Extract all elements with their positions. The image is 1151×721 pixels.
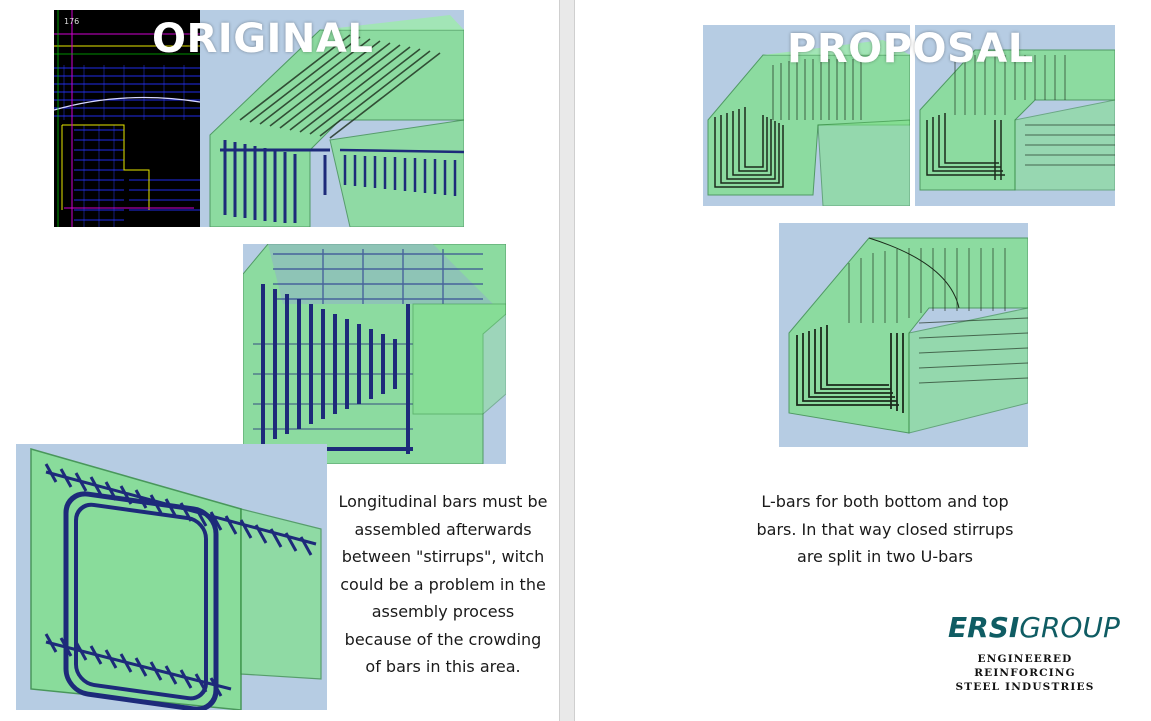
logo-brand-light: GROUP	[1019, 611, 1120, 644]
caption-line: bars. In that way closed stirrups	[756, 519, 1014, 539]
caption-line: could be a problem in the	[340, 574, 546, 594]
proposal-3d-left-image	[703, 25, 910, 206]
cad-drawing-image: 176	[54, 10, 200, 227]
original-stirrups-panel-image	[16, 444, 327, 710]
caption-line: of bars in this area.	[365, 657, 521, 676]
logo-tagline-line: STEEL INDUSTRIES	[955, 681, 1095, 693]
proposal-title: PROPOSAL	[787, 26, 1034, 72]
proposal-3d-center-image	[779, 223, 1028, 447]
caption-line: are split in two U-bars	[797, 547, 973, 566]
cad-mark: 176	[64, 17, 79, 26]
proposal-caption: L-bars for both bottom and top bars. In …	[735, 488, 1035, 571]
caption-line: L-bars for both bottom and top	[761, 492, 1009, 511]
caption-line: assembled afterwards	[354, 519, 532, 539]
page-gutter	[559, 0, 575, 721]
left-page: 176	[0, 0, 559, 721]
caption-line: Longitudinal bars must be	[338, 492, 548, 511]
original-3d-top-image	[200, 10, 464, 227]
logo-tagline-line: ENGINEERED REINFORCING	[974, 653, 1076, 679]
original-3d-middle-image	[243, 244, 506, 464]
original-title: ORIGINAL	[152, 16, 374, 62]
ersigroup-logo: ERSIGROUP	[948, 611, 1120, 644]
logo-tagline: ENGINEERED REINFORCING STEEL INDUSTRIES	[935, 652, 1115, 694]
proposal-3d-right-image	[915, 25, 1115, 206]
caption-line: assembly process	[371, 602, 515, 621]
caption-line: between "stirrups", witch	[341, 547, 545, 566]
caption-line: because of the crowding	[344, 629, 542, 649]
original-caption: Longitudinal bars must be assembled afte…	[330, 488, 556, 681]
right-page: PROPOSAL	[575, 0, 1151, 721]
logo-brand-bold: ERSI	[948, 611, 1020, 644]
